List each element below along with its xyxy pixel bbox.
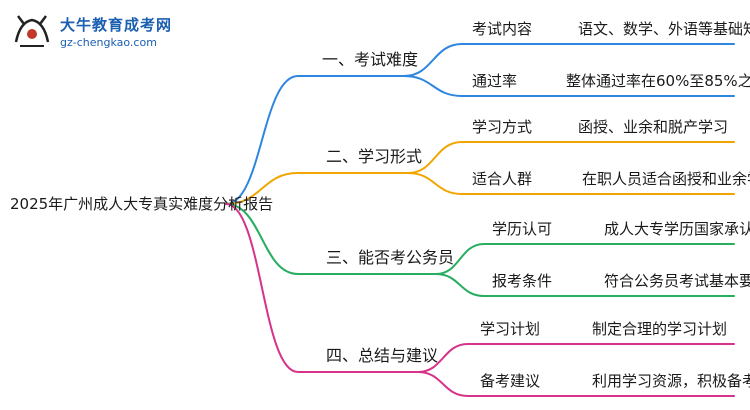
branch-3-connector (225, 203, 437, 275)
branch-2-label: 二、学习形式 (326, 147, 423, 166)
branch-3-key-2: 报考条件 (492, 272, 553, 290)
branch-4-label: 四、总结与建议 (326, 346, 439, 365)
branch-1-value-2: 整体通过率在60%至85%之间 (566, 72, 750, 90)
branch-4-value-2: 利用学习资源，积极备考 (592, 372, 750, 390)
logo-url: gz-chengkao.com (60, 36, 157, 49)
branch-3-leaf-2-connector (435, 273, 735, 297)
branch-3-value-1: 成人大专学历国家承认 (604, 220, 750, 238)
root-topic: 2025年广州成人大专真实难度分析报告 (10, 195, 274, 213)
branch-2-value-2: 在职人员适合函授和业余学习 (582, 170, 750, 188)
branch-3-label: 三、能否考公务员 (326, 248, 455, 267)
branch-4-value-1: 制定合理的学习计划 (592, 320, 728, 338)
branch-1-leaf-1-connector (403, 43, 735, 77)
branch-3-key-1: 学历认可 (492, 220, 553, 238)
site-logo[interactable]: 大牛教育成考网 gz-chengkao.com (8, 6, 178, 54)
branch-4-key-1: 学习计划 (480, 320, 541, 338)
branch-1-value-1: 语文、数学、外语等基础知识 (578, 20, 750, 38)
branch-2-value-1: 函授、业余和脱产学习 (578, 118, 729, 136)
branch-3-value-2: 符合公务员考试基本要求 (604, 272, 750, 290)
branch-2-connector (225, 172, 409, 205)
branch-2-key-2: 适合人群 (472, 170, 533, 188)
branch-4-key-2: 备考建议 (480, 372, 541, 390)
branch-2-key-1: 学习方式 (472, 118, 533, 136)
branch-2-leaf-2-connector (407, 172, 735, 195)
logo-title: 大牛教育成考网 (60, 16, 173, 34)
branch-2-leaf-1-connector (407, 141, 735, 174)
branch-4-connector (225, 203, 419, 373)
bull-logo-icon (14, 15, 50, 47)
branch-4-leaf-2-connector (417, 371, 735, 397)
branch-1-label: 一、考试难度 (322, 50, 419, 69)
branch-3-leaf-1-connector (435, 243, 735, 275)
branch-1-key-1: 考试内容 (472, 20, 533, 38)
branch-4-leaf-1-connector (417, 343, 735, 373)
branch-1-connector (225, 75, 405, 205)
branch-1-key-2: 通过率 (472, 72, 518, 90)
branch-1-leaf-2-connector (403, 75, 735, 97)
